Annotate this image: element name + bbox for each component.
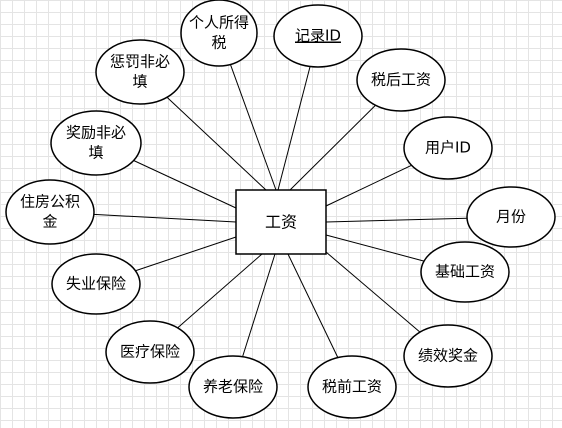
attribute-ellipse [51,253,141,315]
attribute-label: 税前工资 [322,378,382,396]
connector-bonus-optional [133,160,237,209]
attribute-label: 惩罚非必 [110,53,170,71]
attribute-record-id[interactable]: 记录ID [273,4,363,68]
attribute-label: 用户ID [425,139,471,157]
attribute-ellipse [5,179,95,245]
connector-medical-insurance [177,253,263,329]
attribute-ellipse [50,110,142,176]
attribute-user-id[interactable]: 用户ID [403,116,493,180]
entity-box [235,189,327,255]
connector-performance-bonus [325,251,421,333]
attribute-medical-insurance[interactable]: 医疗保险 [105,320,195,384]
attribute-label: 税 [211,34,226,52]
attribute-month[interactable]: 月份 [466,186,556,248]
attribute-label: 失业保险 [66,275,126,293]
attribute-label: 绩效奖金 [418,347,478,365]
attribute-label: 个人所得 [189,14,249,32]
connector-user-id [325,164,412,207]
connector-base-salary [325,234,425,262]
attribute-ellipse [95,39,185,105]
attribute-unemployment-insurance[interactable]: 失业保险 [51,253,141,315]
entity-label: 工资 [265,213,297,232]
connector-month [325,217,468,223]
attribute-ellipse [273,4,363,68]
attribute-performance-bonus[interactable]: 绩效奖金 [403,324,493,388]
connector-personal-income-tax [229,64,277,191]
relationship-lines [93,64,468,358]
attribute-ellipse [420,241,510,303]
connector-after-tax-salary [289,104,376,191]
attribute-ellipse [466,186,556,248]
connector-pre-tax-salary [287,253,339,358]
attribute-ellipse [188,355,278,419]
attribute-label: 住房公积 [20,193,80,211]
attribute-ellipse [105,320,195,384]
attribute-ellipse [403,324,493,388]
attribute-label: 月份 [496,208,526,226]
attribute-label: 奖励非必 [66,124,126,142]
attribute-pre-tax-salary[interactable]: 税前工资 [307,355,397,419]
attribute-ellipse [307,355,397,419]
attribute-base-salary[interactable]: 基础工资 [420,241,510,303]
attribute-ellipse [180,0,258,67]
attribute-label: 税后工资 [371,71,431,89]
attribute-label: 记录ID [295,27,341,45]
connector-housing-fund [93,213,237,223]
entity-salary[interactable]: 工资 [235,189,327,255]
connector-unemployment-insurance [135,236,237,272]
attribute-label: 填 [88,144,103,162]
connector-record-id [277,66,311,191]
attribute-label: 金 [42,213,57,231]
attribute-ellipse [403,116,493,180]
attribute-nodes: 个人所得税记录ID税后工资惩罚非必填用户ID奖励非必填住房公积金月份失业保险基础… [5,0,556,419]
attribute-after-tax-salary[interactable]: 税后工资 [356,48,446,112]
attribute-ellipse [356,48,446,112]
attribute-label: 填 [132,73,147,91]
attribute-label: 医疗保险 [120,343,180,361]
attribute-label: 养老保险 [203,378,263,396]
connector-pension-insurance [242,253,276,357]
attribute-pension-insurance[interactable]: 养老保险 [188,355,278,419]
attribute-label: 基础工资 [435,263,495,281]
connector-penalty-optional [166,96,267,191]
